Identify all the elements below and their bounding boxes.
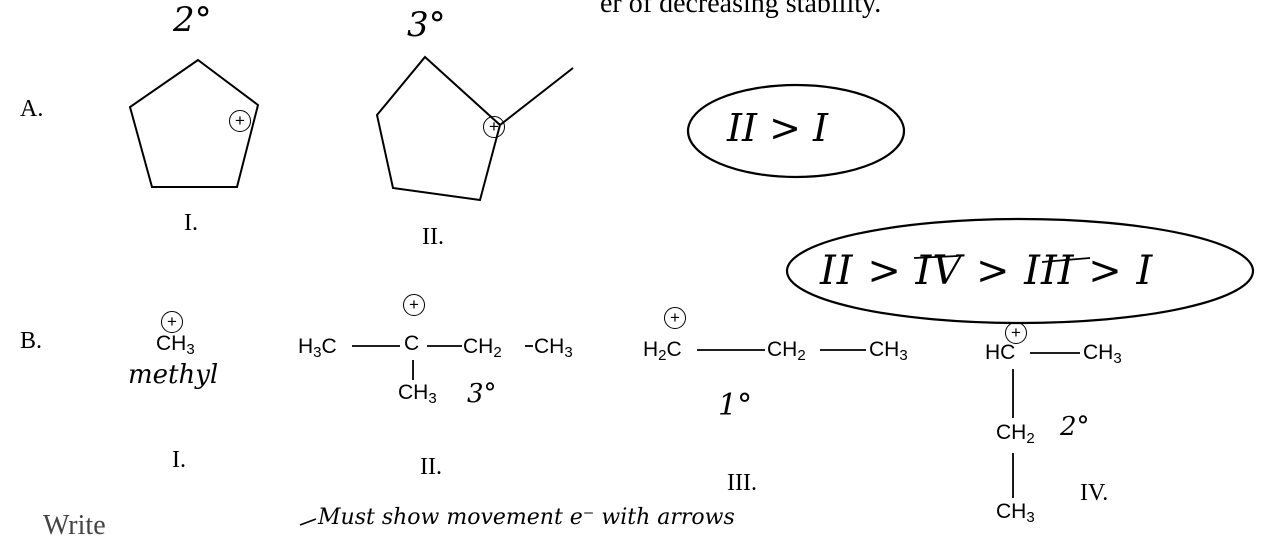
structure-a-ii-label: II.	[422, 224, 444, 250]
footer-handwritten-note: Must show movement e⁻ with arrows	[318, 505, 735, 530]
b-iii-ch2: CH2	[767, 338, 806, 364]
structure-b-i-label: I.	[172, 447, 186, 473]
b-iv-ch2: CH2	[996, 421, 1035, 447]
b-iv-ch3-down: CH3	[996, 500, 1035, 526]
b-ii-ch3: CH3	[534, 335, 573, 361]
answer-b-text: II > IV > III > I	[820, 248, 1154, 294]
answer-a-text: II > I	[727, 106, 829, 150]
structure-b-iv-label: IV.	[1080, 480, 1109, 506]
b-ii-ch3-down: CH3	[398, 381, 437, 407]
header-text: er of decreasing stability.	[600, 0, 882, 19]
footer-text: Write	[43, 510, 106, 541]
cation-plus-icon: +	[664, 307, 686, 329]
b-ii-h3c: H3C	[298, 335, 337, 361]
methyl-bond	[499, 67, 574, 126]
cation-plus-icon: +	[229, 110, 251, 132]
b-iv-handwritten-note: 2°	[1060, 412, 1090, 442]
b-iii-ch3: CH3	[869, 338, 908, 364]
b-ii-center-c: C	[404, 332, 420, 355]
cation-plus-icon: +	[403, 294, 425, 316]
b-iv-ch3: CH3	[1083, 341, 1122, 367]
handwritten-3-degree-a: 3°	[407, 5, 446, 45]
cation-plus-icon: +	[483, 116, 505, 138]
cyclopentane-ring-ii	[375, 55, 502, 202]
structure-b-iii-label: III.	[727, 470, 757, 496]
b-iii-handwritten-note: 1°	[718, 388, 753, 423]
cation-plus-icon: +	[161, 311, 183, 333]
b-ii-ch2: CH2	[463, 335, 502, 361]
b-ii-handwritten-note: 3°	[467, 379, 497, 409]
overline-iv	[913, 255, 959, 259]
handwritten-2-degree-a: 2°	[173, 0, 212, 40]
overline-iii	[1041, 257, 1091, 263]
structure-b-ii-label: II.	[420, 454, 442, 480]
part-a-label: A.	[20, 96, 44, 122]
b-i-formula: CH3	[156, 332, 195, 358]
cation-plus-icon: +	[1005, 322, 1027, 344]
b-iv-hc: HC	[985, 341, 1016, 364]
footer-arrow	[299, 518, 317, 526]
part-b-label: B.	[20, 328, 43, 354]
structure-a-i-label: I.	[184, 210, 198, 236]
b-iii-h2c: H2C	[643, 338, 682, 364]
answer-a-ellipse	[686, 83, 906, 179]
cyclopentane-ring-i	[128, 58, 260, 188]
b-i-handwritten-note: methyl	[128, 360, 219, 390]
